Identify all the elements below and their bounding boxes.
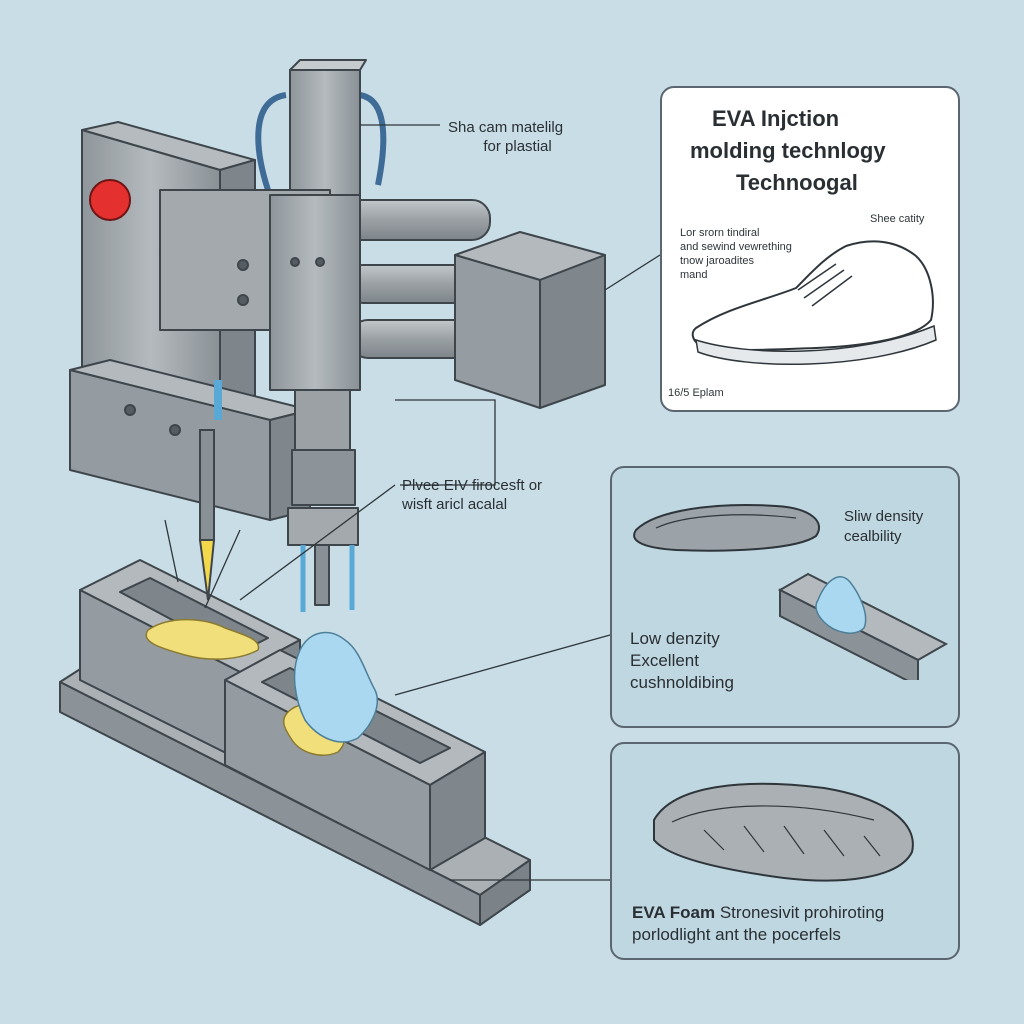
foam-sole-icon xyxy=(653,782,914,882)
callout-top: Sha cam matelilg for plastial xyxy=(448,118,563,156)
panel-footer: 16/5 Eplam xyxy=(668,387,724,399)
melt-blob xyxy=(293,631,379,743)
callout-top-line2: for plastial xyxy=(483,138,552,155)
clamp-unit xyxy=(454,231,606,409)
mini-mold-icon xyxy=(778,572,948,680)
panel-mid-text2: Excellent xyxy=(630,651,699,670)
panel-mid-text3: cushnoldibing xyxy=(630,673,734,692)
eva-yellow-pool-left xyxy=(145,618,260,660)
panel-note-left-4: mand xyxy=(680,269,708,281)
panel-title-line3: Technoogal xyxy=(736,170,858,195)
panel-note-left-2: and sewind vewrething xyxy=(680,241,792,253)
callout-mid: Plvee EIV firocesft or wisft aricl acala… xyxy=(402,476,542,514)
sole-icon xyxy=(633,504,821,552)
sneaker-illustration xyxy=(691,240,937,366)
panel-note-right: Shee catity xyxy=(870,213,925,225)
right-mold xyxy=(224,631,486,871)
nozzles xyxy=(198,380,355,612)
panel-note-left-3: tnow jaroadites xyxy=(680,255,754,267)
panel-mid-note1: Sliw density xyxy=(844,508,924,525)
panel-bottom-text2: porlodlight ant the pocerfels xyxy=(632,925,841,944)
eva-foam-label: EVA Foam xyxy=(632,903,716,922)
panel-note-left-1: Lor srorn tindiral xyxy=(680,227,760,239)
indicator-light-icon xyxy=(89,179,131,221)
panel-title-line2: molding technlogy xyxy=(690,138,886,163)
panel-title-line1: EVA Injction xyxy=(712,106,840,131)
panel-bottom-text1: EVA Foam Stronesivit prohiroting xyxy=(632,902,884,924)
callout-mid-line2: wisft aricl acalal xyxy=(402,496,508,513)
panel-eva-foam: EVA Foam Stronesivit prohiroting porlodl… xyxy=(610,742,960,960)
panel-mid-note2: cealbility xyxy=(844,528,902,545)
eva-foam-label-rest: Stronesivit prohiroting xyxy=(715,903,885,922)
horizontal-rods xyxy=(339,199,491,359)
panel-low-density: Sliw density cealbility Low denzity Exce… xyxy=(610,466,960,728)
panel-eva-injection: EVA Injction molding technlogy Technooga… xyxy=(660,86,960,412)
panel-mid-text1: Low denzity xyxy=(630,629,720,648)
callout-mid-line1: Plvee EIV firocesft or xyxy=(402,477,543,494)
injection-head xyxy=(159,59,387,606)
callout-top-line1: Sha cam matelilg xyxy=(448,119,564,136)
